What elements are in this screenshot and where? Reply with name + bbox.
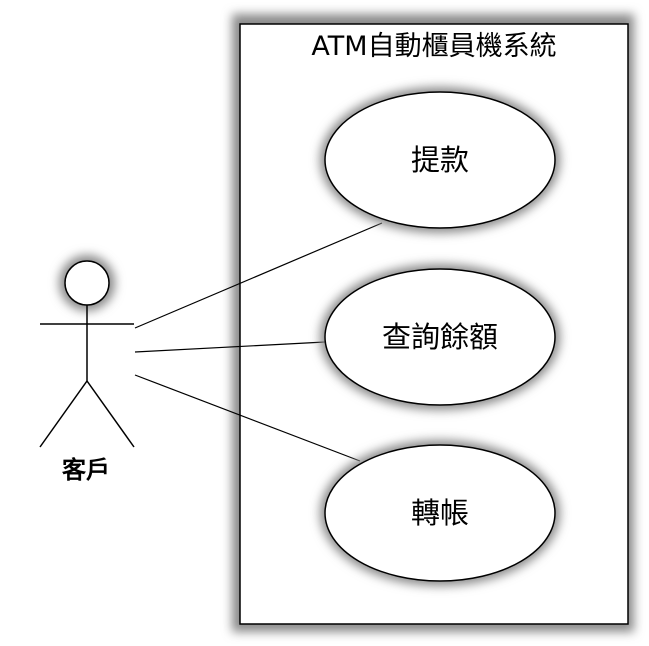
associations: [134, 222, 383, 462]
association-line-balance: [134, 341, 326, 353]
association-line-withdraw: [134, 222, 383, 329]
actor-name: 客戶: [62, 456, 110, 484]
actor-left-leg: [39, 380, 88, 448]
actor-customer[interactable]: 客戶: [39, 255, 135, 484]
use-case-transfer[interactable]: 轉帳: [320, 440, 560, 586]
association-line-transfer: [134, 374, 361, 462]
actor-head: [64, 260, 110, 306]
use-case-ellipse[interactable]: [324, 91, 556, 229]
use-case-balance[interactable]: 查詢餘額: [320, 264, 560, 410]
use-case-label: 提款: [411, 143, 469, 177]
system-title: ATM自動櫃員機系統: [311, 31, 556, 62]
use-case-ellipse[interactable]: [324, 444, 556, 582]
use-case-withdraw[interactable]: 提款: [320, 87, 560, 233]
use-case-label: 查詢餘額: [382, 320, 498, 354]
use-case-ellipse[interactable]: [324, 268, 556, 406]
use-case-label: 轉帳: [411, 496, 469, 530]
actor-right-leg: [86, 380, 135, 448]
